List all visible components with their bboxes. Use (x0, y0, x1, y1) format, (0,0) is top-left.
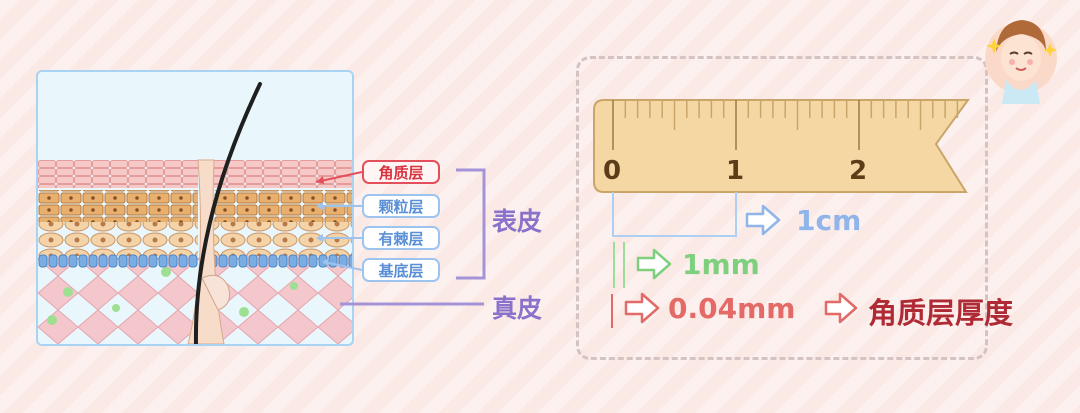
measurement-0-04mm: 0.04mm (668, 292, 796, 325)
skin-layers-illustration (38, 82, 352, 344)
ruler-tick-1: 1 (726, 156, 745, 186)
measurement-1cm: 1cm (796, 204, 862, 237)
skin-diagram (36, 70, 354, 346)
stratum-corneum-thickness-label: 角质层厚度 (868, 296, 1014, 330)
ruler-tick-0: 0 (603, 156, 622, 186)
label-stratum-spinosum: 有棘层 (362, 226, 440, 250)
label-stratum-basale: 基底层 (362, 258, 440, 282)
ruler (593, 99, 970, 193)
label-stratum-corneum: 角质层 (362, 160, 440, 184)
ruler-tick-2: 2 (849, 156, 868, 186)
epidermis-label: 表皮 (492, 207, 543, 236)
woman-face-icon (985, 20, 1057, 104)
measurement-1mm: 1mm (682, 248, 760, 281)
dermis-label: 真皮 (492, 294, 543, 323)
measurement-panel (576, 56, 988, 360)
label-stratum-granulosum: 颗粒层 (362, 194, 440, 218)
